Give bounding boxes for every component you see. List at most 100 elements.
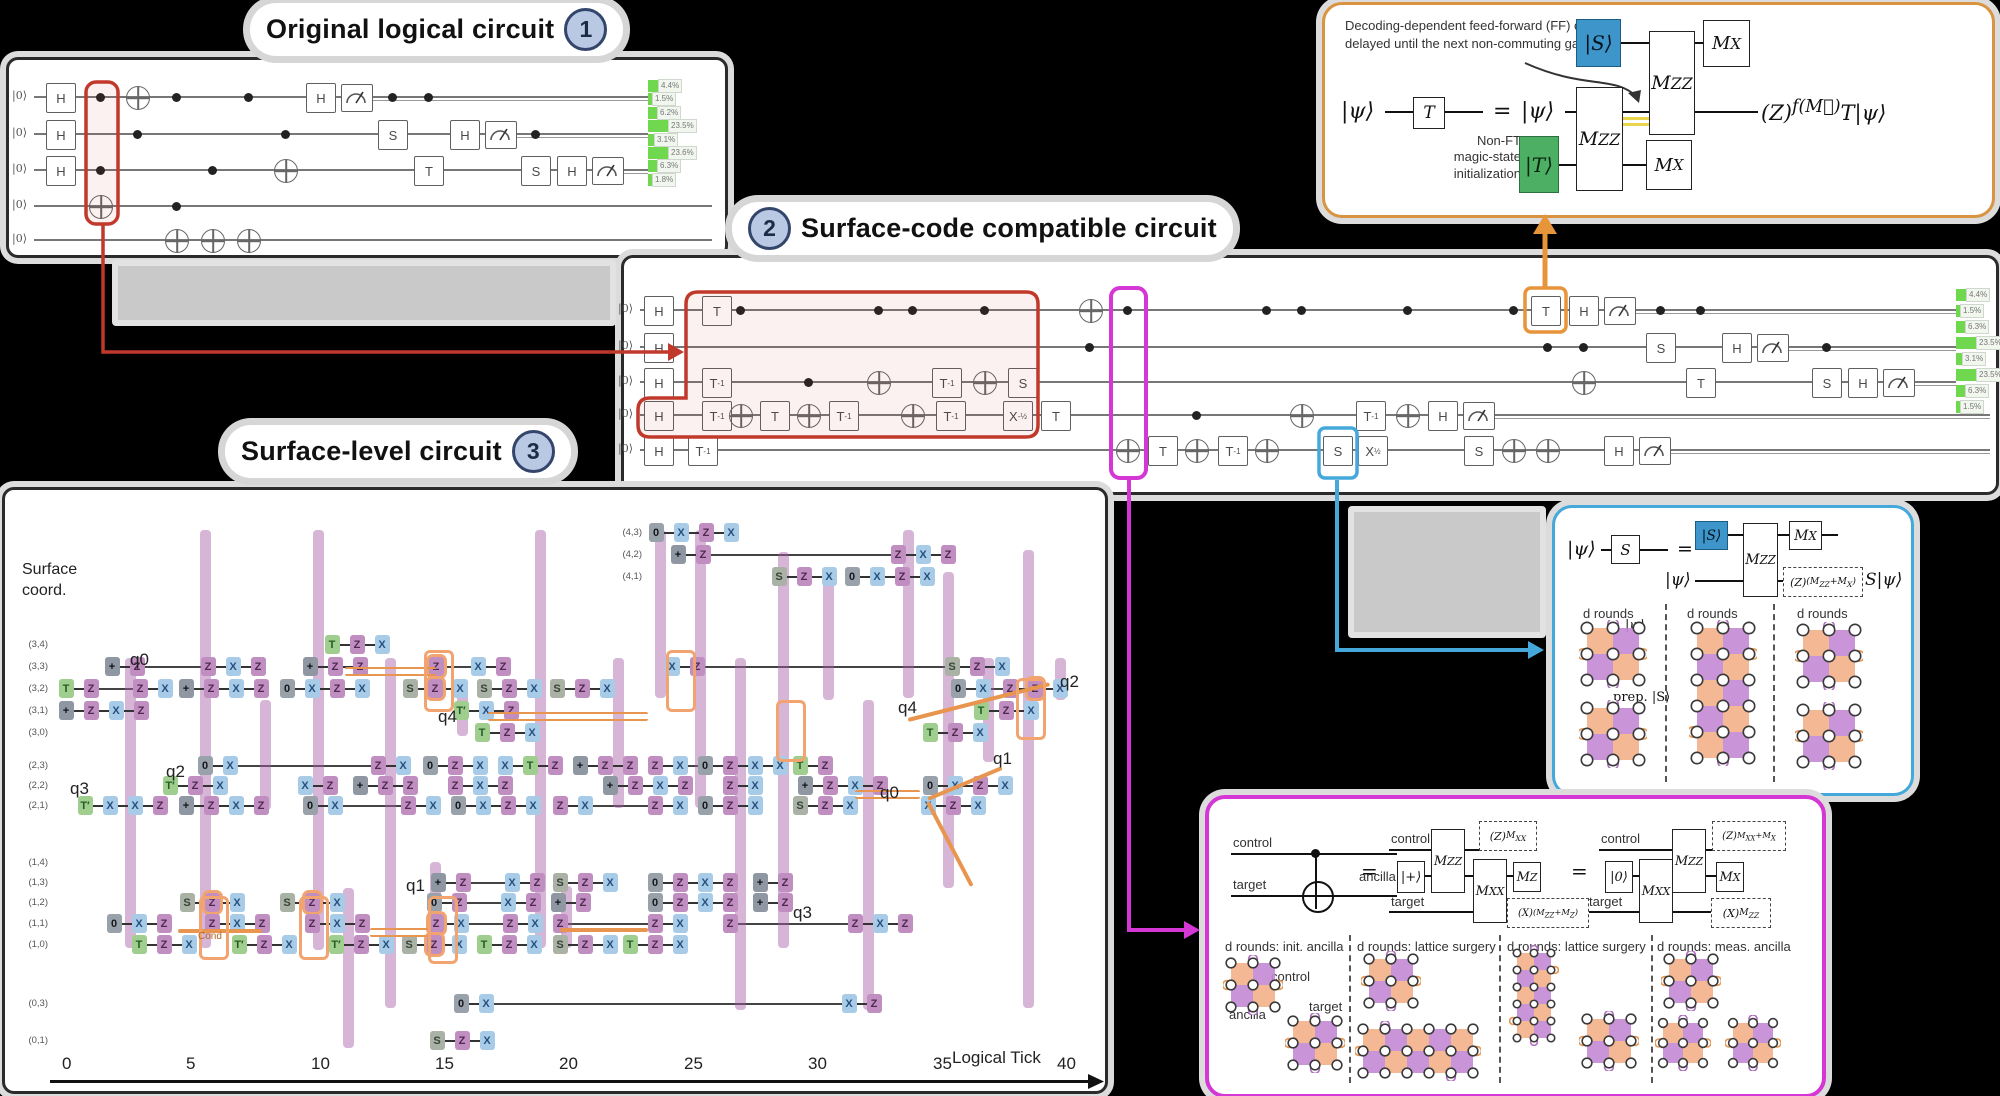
- ket-zero: |0⟩: [12, 232, 27, 245]
- histogram-bar: [1956, 321, 1965, 333]
- gate-chip-Z: Z: [897, 914, 913, 933]
- gate-chip-X: X: [229, 914, 245, 933]
- measurement-gate: [1757, 334, 1789, 362]
- orange-highlight-ring: [776, 700, 806, 762]
- classical-wire: [1914, 384, 1956, 386]
- x-tick-label: 40: [1057, 1054, 1076, 1073]
- col-header-1: d rounds: init. ancilla: [1225, 939, 1344, 954]
- gate-chip-X: X: [869, 567, 885, 586]
- gate-chip-X: X: [222, 756, 238, 775]
- cnot-target: [1396, 404, 1420, 428]
- gate-chip-Tp: T′: [162, 776, 178, 795]
- gate-chip-X: X: [157, 679, 173, 698]
- gate-chip-0: 0: [422, 756, 438, 775]
- qubit-label-q2: q2: [1060, 672, 1079, 691]
- gate-H: H: [46, 120, 76, 150]
- histogram-bar: [648, 93, 652, 106]
- gate-chip-Z: Z: [972, 776, 988, 795]
- d-rounds-2: d rounds: [1687, 606, 1738, 621]
- gate-chip-Z: Z: [327, 657, 343, 676]
- orange-highlight-ring: [428, 896, 458, 964]
- cnot-target: [729, 404, 753, 428]
- gate-chip-Z: Z: [722, 776, 738, 795]
- gate-chip-Z: Z: [203, 679, 219, 698]
- control-dot: [280, 129, 290, 139]
- title-1-text: Original logical circuit: [266, 14, 555, 44]
- long-wire: [697, 666, 952, 668]
- title-2-text: Surface-code compatible circuit: [801, 213, 1217, 243]
- orange-highlight-ring: [666, 650, 696, 712]
- orange-highlight-ring: [1016, 678, 1046, 740]
- x-axis: [50, 1080, 1090, 1083]
- classical-wire: [1494, 417, 1990, 419]
- gate-chip-X: X: [599, 679, 615, 698]
- ancilla-label: ancilla: [1359, 869, 1396, 884]
- gate-T: T: [1148, 436, 1178, 466]
- prep-s-label: prep. |S⟩: [1613, 690, 1671, 705]
- ket-zero: |0⟩: [12, 89, 27, 102]
- long-wire: [463, 882, 512, 884]
- gate-chip-S: S: [552, 873, 568, 892]
- gate-chip-Z: Z: [427, 679, 443, 698]
- histogram-label: 1.8%: [652, 172, 677, 187]
- gate-H: H: [1722, 333, 1752, 363]
- gate-chip-Z: Z: [354, 914, 370, 933]
- merge-bar: [1022, 550, 1034, 1008]
- qubit-wire: [640, 346, 1956, 348]
- gate-chip-X: X: [297, 776, 313, 795]
- gate-chip-0: 0: [922, 776, 938, 795]
- gate-chip-X: X: [723, 523, 739, 542]
- control-dot: [803, 377, 813, 387]
- col-header-3: d rounds: lattice surgery: [1507, 939, 1646, 954]
- orange-highlight-ring: [199, 896, 229, 960]
- classical-wire: [372, 99, 648, 101]
- qubit-label-q1: q1: [406, 876, 425, 895]
- gate-chip-Z: Z: [455, 873, 471, 892]
- gate-chip-T: T: [324, 635, 340, 654]
- merge-bar: [259, 700, 271, 810]
- control-dot: [1084, 342, 1094, 352]
- cnot-target: [89, 195, 113, 219]
- track-wire: [849, 1003, 874, 1005]
- gate-chip-0: 0: [697, 756, 713, 775]
- qubit-wire: [640, 449, 1990, 451]
- control-dot: [95, 92, 105, 102]
- histogram-label: 6.3%: [1965, 320, 1990, 334]
- t-gate-box: T: [1413, 97, 1445, 129]
- histogram-bar: [648, 173, 652, 186]
- merge-bar: [342, 888, 354, 1048]
- gate-chip-Z: Z: [156, 935, 172, 954]
- track-wire: [66, 710, 141, 712]
- surface-coord-tick: (4,1): [622, 571, 642, 582]
- long-wire: [486, 1003, 849, 1005]
- gate-chip-0: 0: [302, 796, 318, 815]
- surface-code-patch: [1508, 944, 1560, 1051]
- gate-chip-X: X: [526, 935, 542, 954]
- gate-chip-X: X: [994, 657, 1010, 676]
- control-dot: [387, 92, 397, 102]
- histogram-row: 1.5%: [1956, 304, 1985, 318]
- histogram-label: 3.1%: [1962, 352, 1987, 366]
- gate-chip-X: X: [327, 796, 343, 815]
- gate-chip-Z: Z: [402, 776, 418, 795]
- histogram-row: 3.1%: [648, 132, 679, 147]
- gate-chip-Z: Z: [647, 914, 663, 933]
- track-wire: [478, 666, 503, 668]
- qubit-wire: [640, 381, 1956, 383]
- histogram-row: 6.2%: [648, 105, 682, 120]
- gate-chip-0: 0: [197, 756, 213, 775]
- gate-chip-X: X: [452, 679, 468, 698]
- gate-H: H: [644, 333, 674, 363]
- histogram-bar: [1956, 337, 1976, 349]
- x-tick-label: 0: [62, 1054, 72, 1073]
- histogram-bar: [648, 147, 668, 159]
- gate-chip-X: X: [919, 567, 935, 586]
- gate-chip-X: X: [697, 873, 713, 892]
- control-dot: [132, 129, 142, 139]
- gate-T: T: [1531, 296, 1561, 326]
- title-surface-level-circuit: Surface-level circuit 3: [225, 425, 571, 478]
